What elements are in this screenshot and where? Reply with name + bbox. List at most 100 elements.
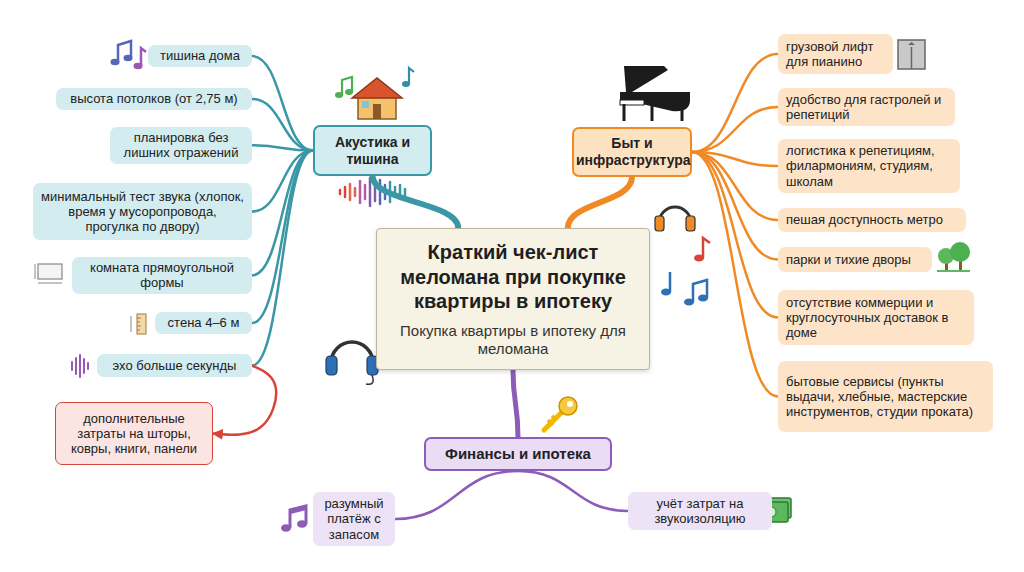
ruler-body xyxy=(137,314,146,334)
wave-bar xyxy=(71,362,73,370)
leaf-topic: пешая доступность метро xyxy=(778,208,966,232)
note-head xyxy=(335,92,343,98)
dimension-line xyxy=(38,283,62,284)
leaf-topic: бытовые сервисы (пункты выдачи, хлебные,… xyxy=(778,361,993,432)
branch-topic: Акустика и тишина xyxy=(313,125,432,176)
leaf-topic: грузовой лифт для пианино xyxy=(778,34,893,74)
dimension-line xyxy=(35,264,36,279)
wave-bar xyxy=(364,185,367,199)
branch-connector xyxy=(692,152,778,397)
headphones-icon xyxy=(655,207,695,231)
leaf-topic: разумный платёж с запасом xyxy=(313,492,395,546)
node-heading: Краткий чек-лист меломана при покупке кв… xyxy=(387,240,639,313)
piano-leg xyxy=(623,104,626,121)
leaf-topic: отсутствие коммерции и круглосуточных до… xyxy=(778,290,974,345)
note-head xyxy=(402,81,410,87)
piano-leg xyxy=(681,110,684,121)
branch-connector xyxy=(252,151,313,366)
note-head xyxy=(297,520,307,528)
node-label: Финансы и ипотека xyxy=(429,445,607,463)
leaf-topic: планировка без лишних отражений xyxy=(110,127,252,164)
wave-bar xyxy=(404,189,407,195)
wave-bar xyxy=(339,190,342,194)
node-label: минимальный тест звука (хлопок, время у … xyxy=(40,189,245,235)
music-note-icon xyxy=(661,238,710,306)
branch-connector xyxy=(252,151,313,324)
leaf-topic: логистика к репетициям, филармониям, сту… xyxy=(778,139,960,193)
branch-topic: Быт и инфраструктура xyxy=(572,127,692,177)
tree-crown xyxy=(950,242,970,262)
house-icon xyxy=(335,68,414,119)
note-stem xyxy=(409,68,414,84)
branch-connector xyxy=(513,370,518,437)
central-topic: Краткий чек-лист меломана при покупке кв… xyxy=(376,228,650,370)
node-label: разумный платёж с запасом xyxy=(319,496,389,542)
note-beam xyxy=(290,508,306,512)
note-head xyxy=(694,254,704,261)
wave-bar xyxy=(354,188,357,196)
wave-bar xyxy=(87,363,89,369)
node-label: комната прямоугольной формы xyxy=(79,260,245,291)
wave-bar xyxy=(349,184,352,200)
node-label: тишина дома xyxy=(155,48,245,63)
note-head xyxy=(684,298,694,305)
branch-connector xyxy=(692,152,778,260)
piano-body xyxy=(620,92,690,111)
node-label: планировка без лишних отражений xyxy=(117,130,245,161)
key-teeth xyxy=(548,416,556,425)
node-label: удобство для гастролей и репетиций xyxy=(786,92,947,123)
ear-cup xyxy=(655,216,664,231)
branch-connector xyxy=(692,54,778,152)
node-label: эхо больше секунды xyxy=(104,358,245,373)
leaf-topic: высота потолков (от 2,75 м) xyxy=(56,88,252,110)
music-note-icon xyxy=(281,506,307,532)
wave-bar xyxy=(79,355,81,377)
key-shaft xyxy=(544,412,562,430)
leaf-topic: удобство для гастролей и репетиций xyxy=(778,88,955,126)
note-stem xyxy=(703,238,710,258)
leaf-topic: эхо больше секунды xyxy=(97,354,252,377)
key-icon xyxy=(544,397,577,430)
branch-topic: Финансы и ипотека xyxy=(424,437,612,471)
node-label: высота потолков (от 2,75 м) xyxy=(63,91,245,106)
elevator-door xyxy=(911,47,913,69)
node-label: учёт затрат на звукоизоляцию xyxy=(634,496,766,527)
leaf-topic: стена 4–6 м xyxy=(155,312,252,334)
node-label: грузовой лифт для пианино xyxy=(786,39,885,70)
house-door xyxy=(373,104,381,119)
node-label: отсутствие коммерции и круглосуточных до… xyxy=(786,295,966,341)
ruler-ticks xyxy=(137,318,141,330)
leaf-topic: парки и тихие дворы xyxy=(778,247,932,272)
note-head xyxy=(698,294,708,301)
cord xyxy=(366,375,373,384)
cost-note: дополнительные затраты на шторы, ковры, … xyxy=(55,402,213,465)
node-label: Акустика и тишина xyxy=(318,134,427,167)
node-label: Быт и инфраструктура xyxy=(576,135,688,168)
branch-connector xyxy=(568,177,632,228)
elevator-frame xyxy=(898,40,925,69)
node-label: пешая доступность метро xyxy=(786,212,958,227)
ruler-icon xyxy=(131,314,146,334)
dimension-line xyxy=(131,316,132,332)
house-body xyxy=(358,96,396,119)
leaf-topic: минимальный тест звука (хлопок, время у … xyxy=(33,183,252,240)
connector-group xyxy=(213,54,778,519)
wave-bar xyxy=(75,358,77,374)
branch-connector xyxy=(373,176,459,228)
elevator-arrow xyxy=(908,42,915,45)
ear-cup xyxy=(686,216,695,231)
music-note-icon xyxy=(111,41,147,69)
piano-lid xyxy=(624,66,668,92)
ear-cup xyxy=(326,356,337,375)
note-head xyxy=(111,59,120,66)
note-head xyxy=(281,524,291,532)
branch-connector xyxy=(692,152,778,318)
node-label: логистика к репетициям, филармониям, сту… xyxy=(786,143,952,189)
leaf-topic: учёт затрат на звукоизоляцию xyxy=(628,492,772,530)
leaf-topic: тишина дома xyxy=(148,45,252,67)
node-label: бытовые сервисы (пункты выдачи, хлебные,… xyxy=(786,374,985,420)
note-stem xyxy=(669,272,672,292)
node-label: парки и тихие дворы xyxy=(786,252,924,267)
note-stem xyxy=(693,280,707,302)
